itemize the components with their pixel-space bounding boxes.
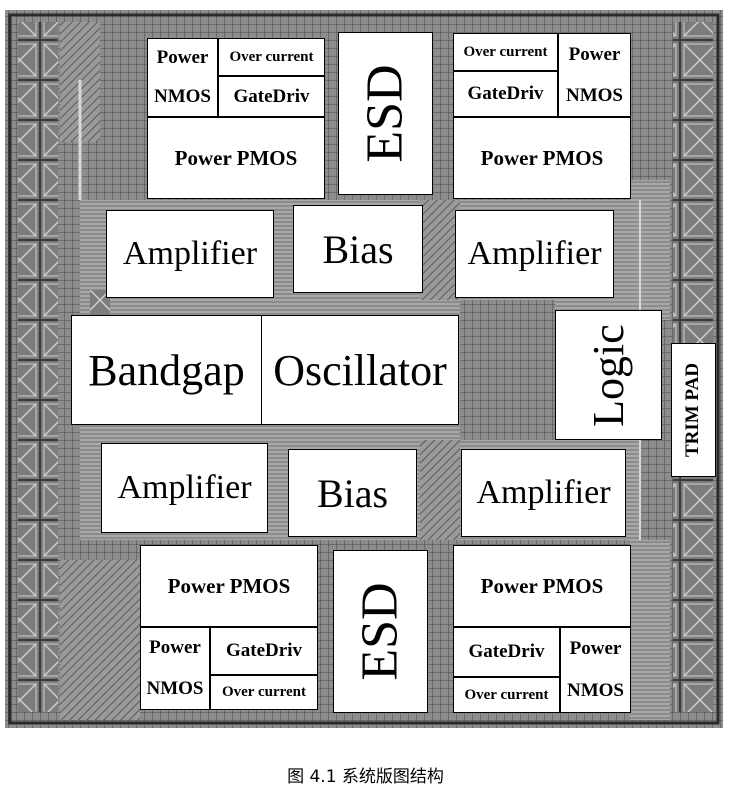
bias-label-bottom: Bias	[288, 449, 417, 537]
nmos-text: NMOS	[154, 85, 211, 107]
nmos-text: NMOS	[567, 680, 624, 701]
trim-pad-label: TRIM PAD	[671, 343, 716, 477]
power-nmos-label-top-right: Power NMOS	[558, 33, 631, 117]
oscillator-label: Oscillator	[261, 315, 459, 425]
over-current-label-top-right: Over current	[453, 33, 558, 71]
gatedriv-label-bottom-right: GateDriv	[453, 627, 560, 677]
over-current-label-top-left: Over current	[218, 38, 325, 76]
amplifier-label-bottom-right: Amplifier	[461, 449, 626, 537]
nmos-text: NMOS	[146, 677, 204, 699]
over-current-label-bottom-right: Over current	[453, 677, 560, 713]
esd-label-bottom: ESD	[333, 550, 428, 713]
gatedriv-label-top-right: GateDriv	[453, 71, 558, 117]
power-nmos-label-bottom-left: Power NMOS	[140, 627, 210, 710]
power-text: Power	[568, 43, 621, 65]
power-text: Power	[149, 637, 201, 659]
power-pmos-label-top-left: Power PMOS	[147, 117, 325, 199]
esd-label-top: ESD	[338, 32, 433, 195]
bias-label-top: Bias	[293, 205, 423, 293]
nmos-text: NMOS	[566, 84, 623, 106]
power-text: Power	[569, 638, 622, 659]
figure-caption: 图 4.1 系统版图结构	[287, 767, 444, 787]
over-current-label-bottom-left: Over current	[210, 675, 318, 710]
power-pmos-label-bottom-right: Power PMOS	[453, 545, 631, 627]
power-nmos-label-bottom-right: Power NMOS	[560, 627, 631, 713]
bandgap-label: Bandgap	[71, 315, 262, 425]
amplifier-label-bottom-left: Amplifier	[101, 443, 268, 533]
amplifier-label-top-right: Amplifier	[455, 210, 614, 298]
power-text: Power	[156, 47, 209, 69]
amplifier-label-top-left: Amplifier	[106, 210, 274, 298]
power-pmos-label-bottom-left: Power PMOS	[140, 545, 318, 627]
gatedriv-label-bottom-left: GateDriv	[210, 627, 318, 675]
power-pmos-label-top-right: Power PMOS	[453, 117, 631, 199]
logic-label: Logic	[555, 310, 662, 440]
power-nmos-label-top-left: Power NMOS	[147, 38, 218, 117]
gatedriv-label-top-left: GateDriv	[218, 76, 325, 117]
